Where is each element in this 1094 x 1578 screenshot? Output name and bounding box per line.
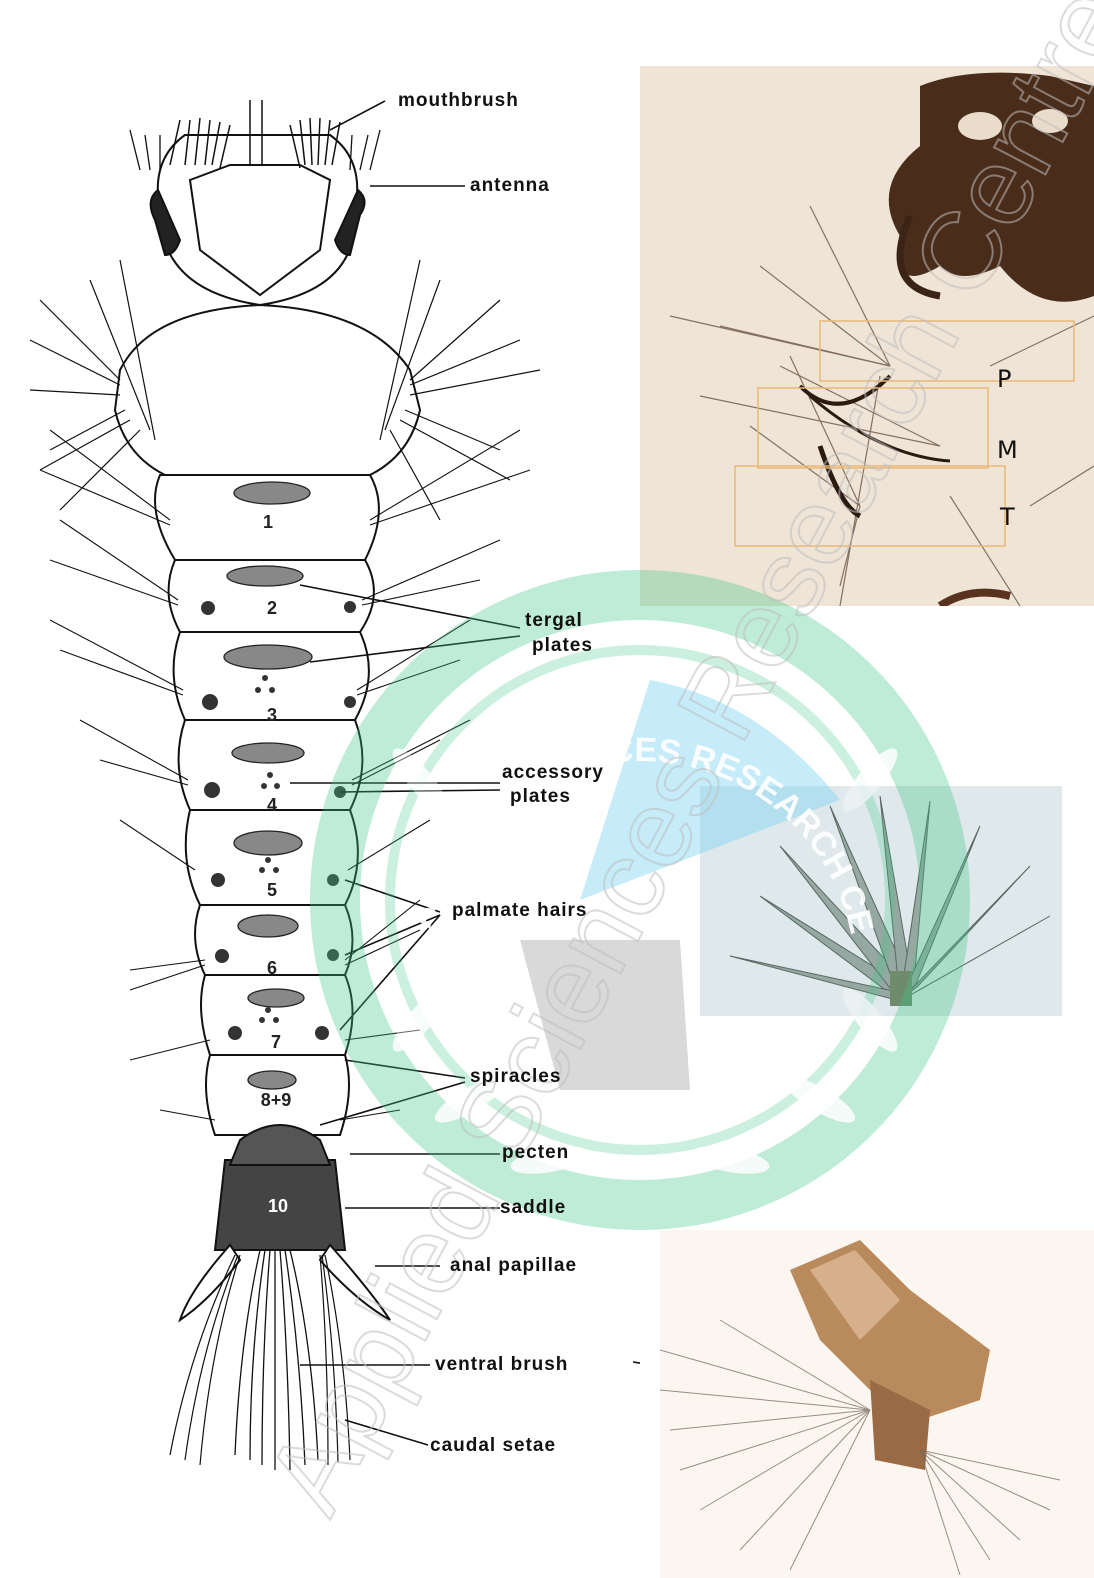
segment-number-4: 4	[232, 795, 312, 816]
label-antenna: antenna	[470, 175, 550, 197]
segment-number-10: 10	[238, 1196, 318, 1217]
label-tergal-plates-line2: plates	[532, 635, 593, 657]
label-pecten: pecten	[502, 1142, 569, 1164]
label-tergal-plates-line1: tergal	[525, 610, 583, 632]
label-palmate-hairs: palmate hairs	[452, 900, 588, 922]
segment-number-1: 1	[228, 512, 308, 533]
label-ventral-brush: ventral brush	[435, 1354, 568, 1376]
segment-number-7: 7	[236, 1032, 316, 1053]
segment-number-3: 3	[232, 705, 312, 726]
label-anal-papillae: anal papillae	[450, 1255, 577, 1277]
label-spiracles: spiracles	[470, 1066, 561, 1088]
label-accessory-plates-line2: plates	[510, 786, 571, 808]
segment-number-2: 2	[232, 598, 312, 619]
label-saddle: saddle	[500, 1197, 566, 1219]
segment-number-6: 6	[232, 958, 312, 979]
segment-number-5: 5	[232, 880, 312, 901]
label-accessory-plates-line1: accessory	[502, 762, 604, 784]
label-mouthbrush: mouthbrush	[398, 90, 519, 112]
segment-number-8-9: 8+9	[236, 1090, 316, 1111]
label-caudal-setae: caudal setae	[430, 1435, 556, 1457]
